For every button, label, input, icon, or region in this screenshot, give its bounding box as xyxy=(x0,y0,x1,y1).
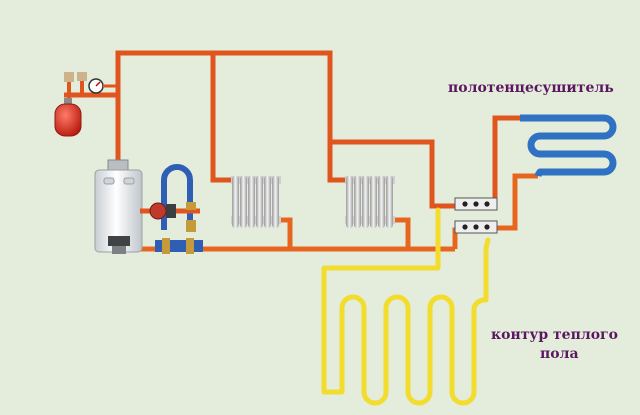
expansion-tank-group xyxy=(54,72,118,137)
underfloor-heating-label-line1: контур теплого xyxy=(491,327,618,343)
towel-supply-pipe xyxy=(492,115,520,202)
bypass-pipe xyxy=(161,164,193,230)
radiator1-supply-pipe xyxy=(210,53,232,183)
supply-pipes xyxy=(64,50,520,209)
manifold-icon xyxy=(454,197,498,234)
radiator-2-icon xyxy=(345,176,395,228)
underfloor-heating-loop xyxy=(321,207,491,406)
towel-return-pipe xyxy=(497,173,538,231)
towel-dryer-label: полотенцесушитель xyxy=(448,80,614,96)
radiator2-supply-pipe xyxy=(327,142,346,183)
radiator1-return-pipe xyxy=(278,217,293,249)
boiler-icon xyxy=(94,159,143,254)
radiator2-return-pipe xyxy=(394,217,411,249)
underfloor-heating-label-line2: пола xyxy=(540,346,579,362)
pump-bypass-group xyxy=(140,164,203,254)
circulation-pump-icon xyxy=(149,202,167,220)
supply-main-pipe xyxy=(115,50,455,209)
radiator-1-icon xyxy=(231,176,281,228)
towel-dryer-coil xyxy=(520,114,617,177)
expansion-tank-icon xyxy=(54,103,82,137)
